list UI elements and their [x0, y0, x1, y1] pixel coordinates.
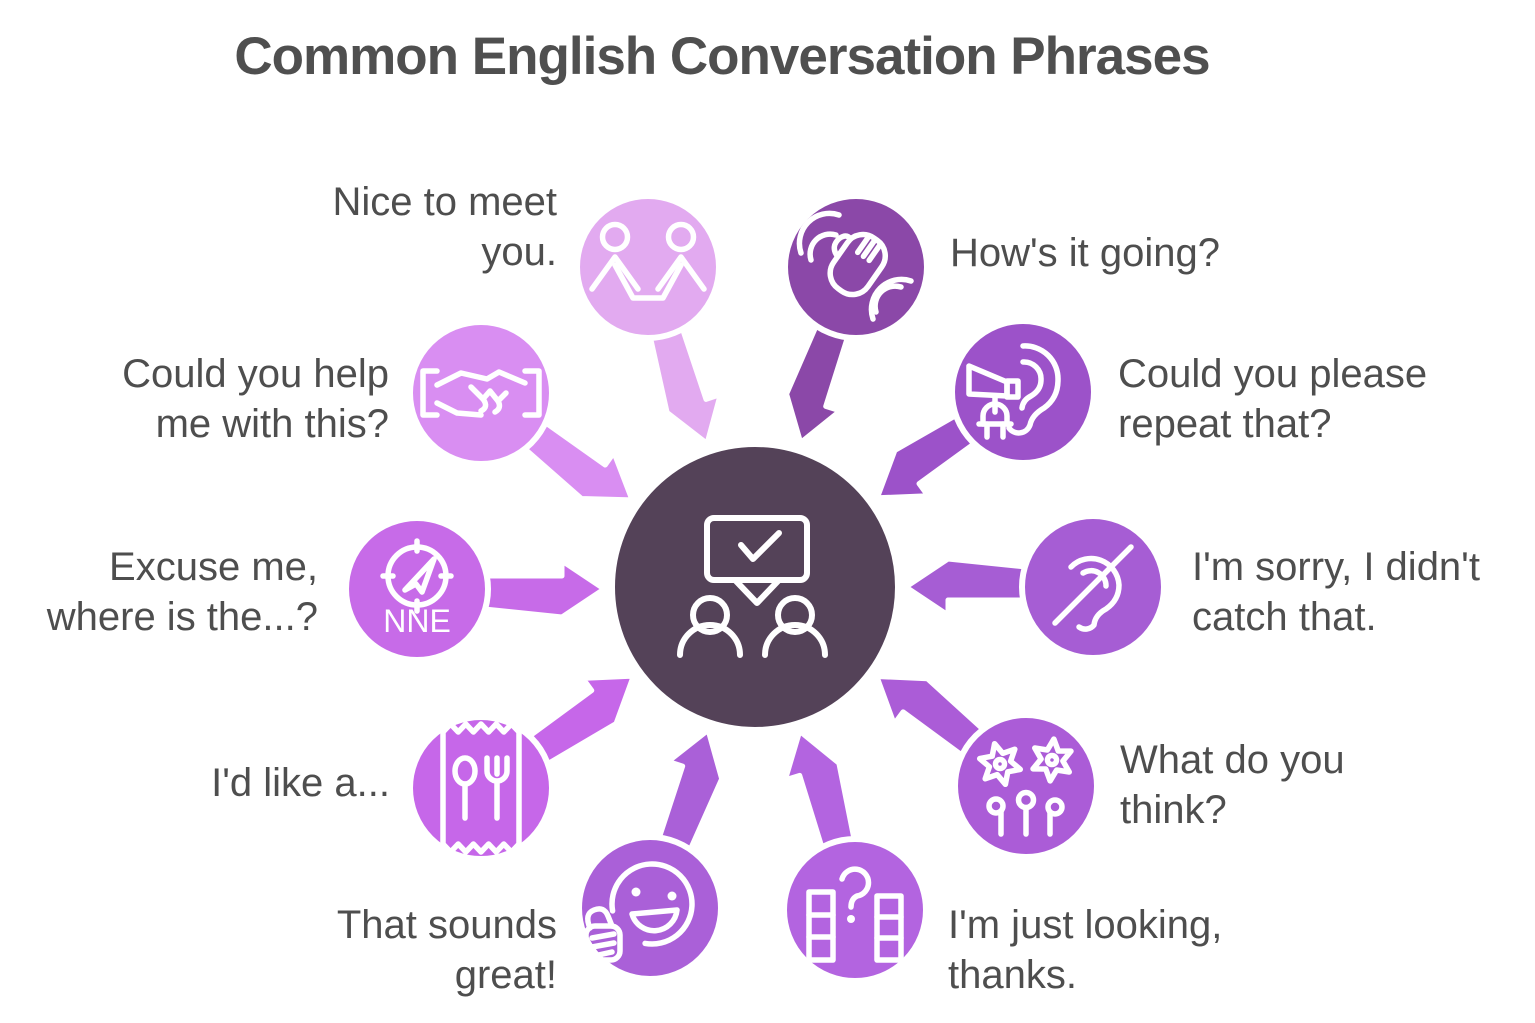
people-greeting-icon: [589, 221, 707, 301]
phrase-label-could-you-help: Could you help me with this?: [122, 352, 389, 446]
ear-trumpet-icon: [966, 343, 1061, 440]
waving-hand-icon: [796, 210, 914, 322]
phrase-label-didnt-catch: I'm sorry, I didn't catch that.: [1192, 545, 1480, 639]
compass-icon: NNE: [380, 538, 454, 639]
menu-receipt-icon: [440, 721, 522, 855]
shelves-question-icon: [806, 866, 904, 963]
page-title: Common English Conversation Phrases: [234, 27, 1210, 86]
compass-direction-text: NNE: [383, 603, 451, 639]
phrase-label-id-like: I'd like a...: [211, 761, 390, 805]
phrase-label-what-think: What do you think?: [1120, 738, 1345, 832]
hub-circle: [609, 441, 901, 733]
phrase-label-excuse-me: Excuse me, where is the...?: [46, 545, 318, 639]
phrase-circle-id-like: [407, 714, 555, 862]
phrase-circle-nice-to-meet: [574, 193, 722, 341]
phrase-label-nice-to-meet: Nice to meet you.: [332, 180, 557, 274]
phrase-label-sounds-great: That sounds great!: [336, 903, 557, 997]
flowers-icon: [976, 736, 1074, 837]
phrase-circle-hows-it-going: [782, 193, 930, 341]
ear-slash-icon: [1052, 544, 1134, 632]
smiley-thumbs-up-icon: [583, 861, 695, 963]
phrase-label-repeat-that: Could you please repeat that?: [1118, 352, 1428, 446]
phrase-circle-just-looking: [781, 836, 929, 984]
phrase-label-hows-it-going: How's it going?: [950, 231, 1220, 275]
handshake-icon: [420, 368, 542, 418]
phrase-label-just-looking: I'm just looking, thanks.: [948, 903, 1223, 997]
phrase-circle-could-you-help: [407, 319, 555, 467]
conversation-check-icon: [677, 515, 828, 658]
